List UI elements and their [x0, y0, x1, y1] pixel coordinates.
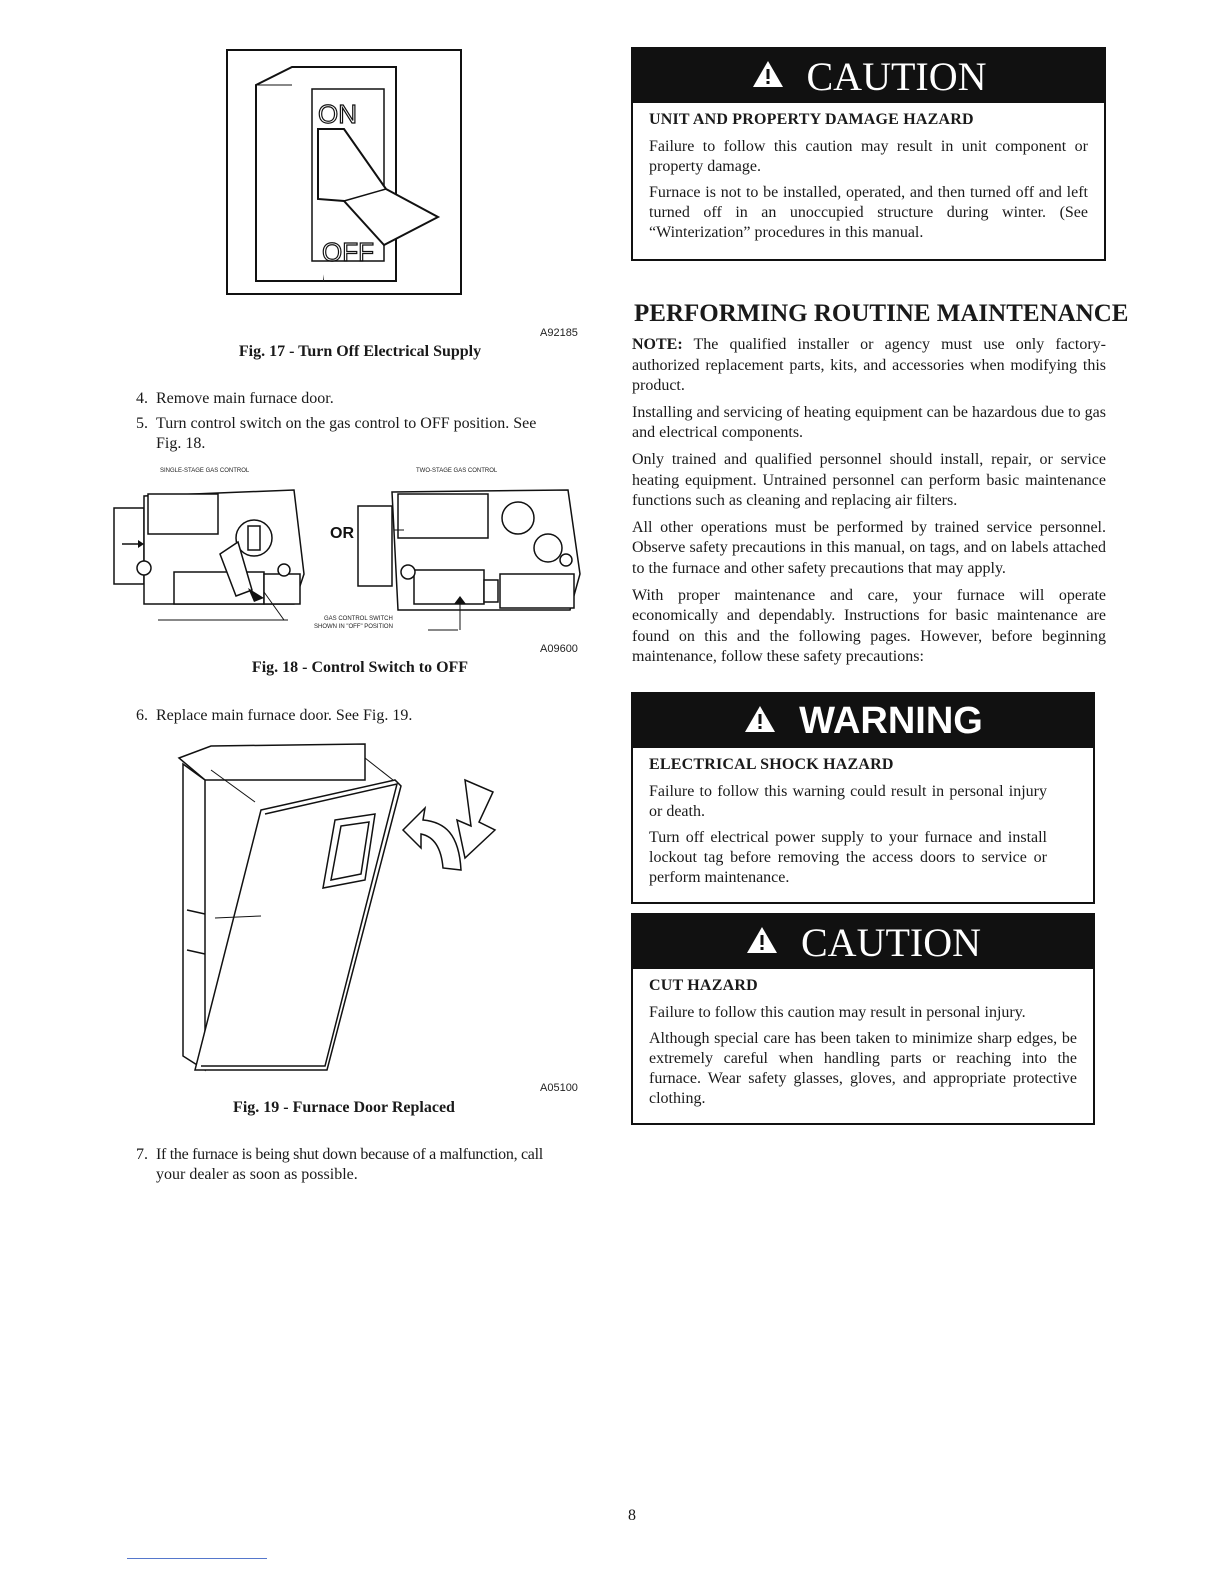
note-label: NOTE: — [632, 336, 683, 353]
fig19-illustration — [175, 740, 525, 1074]
warning-box-electrical-shock: WARNING ELECTRICAL SHOCK HAZARD Failure … — [631, 692, 1095, 904]
step-text: Remove main furnace door. — [156, 390, 334, 407]
fig18-single-stage-label: SINGLE-STAGE GAS CONTROL — [160, 468, 250, 474]
fig17-on-label: ON — [318, 99, 357, 129]
fig17-code: A92185 — [540, 327, 578, 339]
step-5: 5. Turn control switch on the gas contro… — [136, 414, 586, 454]
caution-header: CAUTION — [633, 915, 1093, 969]
maintenance-body: NOTE: The qualified installer or agency … — [632, 335, 1106, 674]
step-7: 7. If the furnace is being shut down bec… — [136, 1145, 586, 1185]
step-number: 7. — [136, 1146, 148, 1163]
body-paragraph: Only trained and qualified personnel sho… — [632, 450, 1106, 510]
warning-title: WARNING — [799, 699, 983, 742]
caution-header: CAUTION — [633, 49, 1104, 103]
footer-rule — [127, 1558, 267, 1559]
page-number: 8 — [628, 1507, 636, 1524]
warning-triangle-icon — [743, 704, 777, 739]
step-number: 5. — [136, 415, 148, 432]
warning-triangle-icon — [745, 925, 779, 960]
step-6: 6. Replace main furnace door. See Fig. 1… — [136, 706, 586, 726]
fig18-callout-line2: SHOWN IN "OFF" POSITION — [314, 624, 393, 630]
fig18-callout-line1: GAS CONTROL SWITCH — [324, 616, 393, 622]
hazard-text: Furnace is not to be installed, operated… — [649, 184, 1088, 241]
body-paragraph: Installing and servicing of heating equi… — [632, 403, 1106, 442]
caution-title: CAUTION — [801, 919, 981, 965]
step-text-continued: your dealer as soon as possible. — [156, 1166, 358, 1183]
body-paragraph: With proper maintenance and care, your f… — [632, 586, 1106, 666]
caution-box-property-damage: CAUTION UNIT AND PROPERTY DAMAGE HAZARD … — [631, 47, 1106, 261]
section-title: PERFORMING ROUTINE MAINTENANCE — [634, 300, 1129, 327]
hazard-text: Failure to follow this caution may resul… — [649, 1004, 1026, 1021]
hazard-text: Failure to follow this caution may resul… — [649, 138, 1088, 175]
caution-title: CAUTION — [806, 53, 987, 99]
step-text: Replace main furnace door. See Fig. 19. — [156, 707, 413, 724]
hazard-heading: ELECTRICAL SHOCK HAZARD — [649, 756, 894, 773]
warning-header: WARNING — [633, 694, 1093, 748]
step-text-continued: Fig. 18. — [156, 435, 206, 452]
step-number: 6. — [136, 707, 148, 724]
hazard-text: Failure to follow this warning could res… — [649, 783, 1047, 820]
step-number: 4. — [136, 390, 148, 407]
note-text: The qualified installer or agency must u… — [632, 336, 1106, 395]
step-text: Turn control switch on the gas control t… — [156, 415, 537, 432]
fig18-code: A09600 — [540, 643, 578, 655]
hazard-text: Although special care has been taken to … — [649, 1030, 1077, 1107]
note-paragraph: NOTE: The qualified installer or agency … — [632, 335, 1106, 397]
hazard-heading: UNIT AND PROPERTY DAMAGE HAZARD — [649, 111, 974, 128]
fig17-illustration: ON OFF — [226, 49, 462, 295]
hazard-text: Turn off electrical power supply to your… — [649, 829, 1047, 886]
hazard-heading: CUT HAZARD — [649, 977, 758, 994]
step-text: If the furnace is being shut down becaus… — [156, 1146, 543, 1163]
warning-triangle-icon — [751, 59, 785, 94]
body-paragraph: All other operations must be performed b… — [632, 518, 1106, 577]
fig18-two-stage-label: TWO-STAGE GAS CONTROL — [416, 468, 498, 474]
fig19-caption: Fig. 19 - Furnace Door Replaced — [233, 1099, 455, 1116]
fig19-code: A05100 — [540, 1082, 578, 1094]
fig17-off-label: OFF — [322, 237, 374, 267]
fig18-or-label: OR — [330, 525, 354, 542]
caution-box-cut-hazard: CAUTION CUT HAZARD Failure to follow thi… — [631, 913, 1095, 1125]
fig18-caption: Fig. 18 - Control Switch to OFF — [251, 659, 469, 676]
fig17-caption: Fig. 17 - Turn Off Electrical Supply — [238, 343, 482, 360]
fig18-illustration: SINGLE-STAGE GAS CONTROL TWO-STAGE GAS C… — [108, 464, 588, 636]
step-4: 4. Remove main furnace door. — [136, 389, 586, 409]
